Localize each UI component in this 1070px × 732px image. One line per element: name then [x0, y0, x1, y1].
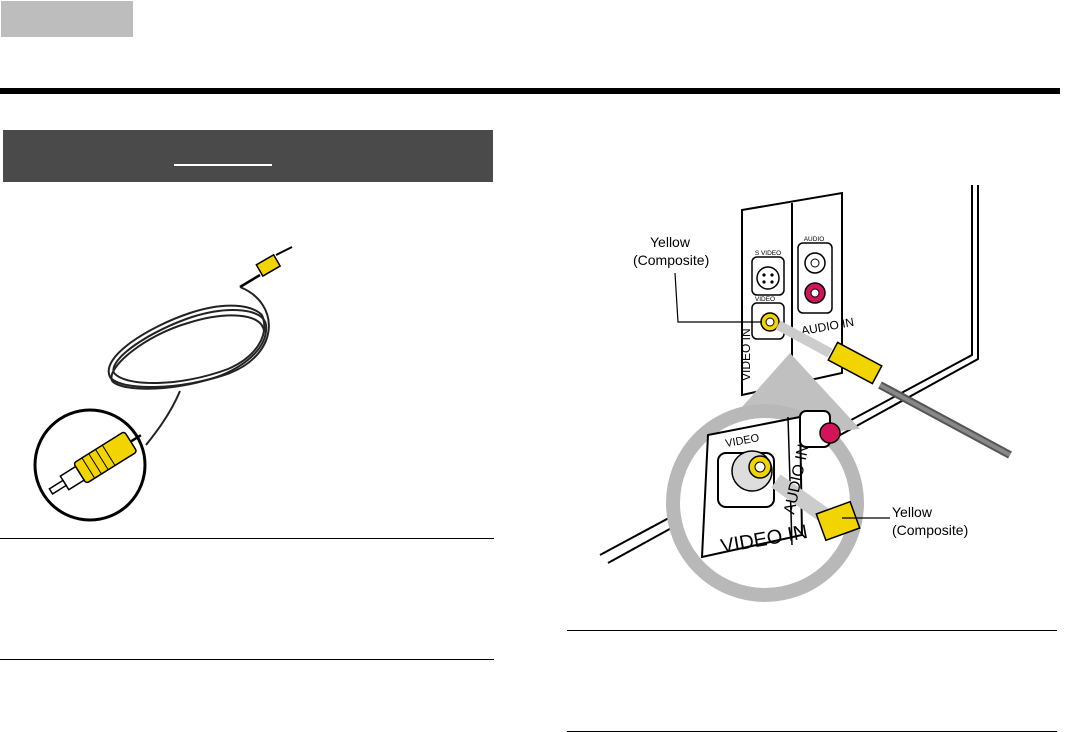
- composite-cable: [775, 320, 1012, 459]
- callout-yellow-composite-top: Yellow (Composite): [633, 234, 762, 323]
- label-video-in: VIDEO IN: [739, 328, 753, 381]
- cable-coil: [107, 286, 270, 446]
- cable-far-connector: [239, 246, 293, 289]
- callout-top-line1: Yellow: [650, 234, 691, 250]
- label-audio-in: AUDIO IN: [800, 315, 855, 338]
- video-connection-diagram: S VIDEO VIDEO AUDIO AUDIO IN VIDEO IN Ye…: [599, 185, 1012, 602]
- label-s-video: S VIDEO: [755, 250, 781, 257]
- audio-jacks: AUDIO: [797, 236, 833, 314]
- rule-left-1: [0, 538, 494, 539]
- magnified-connector: [48, 431, 142, 495]
- callout-yellow-composite-bottom: Yellow (Composite): [842, 504, 968, 538]
- rule-right-1: [567, 630, 1057, 631]
- video-jack: VIDEO: [751, 296, 785, 340]
- banner-underline: [174, 164, 272, 166]
- rule-left-2: [0, 659, 494, 660]
- section-tab: [1, 1, 133, 37]
- header-rule: [0, 88, 1060, 94]
- callout-bottom-line1: Yellow: [892, 504, 933, 520]
- zoom-label-video: VIDEO: [724, 432, 760, 450]
- callout-top-line2: (Composite): [633, 252, 709, 268]
- label-audio: AUDIO: [804, 236, 825, 243]
- composite-cable-illustration: [33, 246, 293, 522]
- section-banner: [3, 130, 493, 182]
- label-video: VIDEO: [755, 296, 775, 303]
- s-video-jack: S VIDEO: [751, 250, 785, 296]
- callout-bottom-line2: (Composite): [892, 522, 968, 538]
